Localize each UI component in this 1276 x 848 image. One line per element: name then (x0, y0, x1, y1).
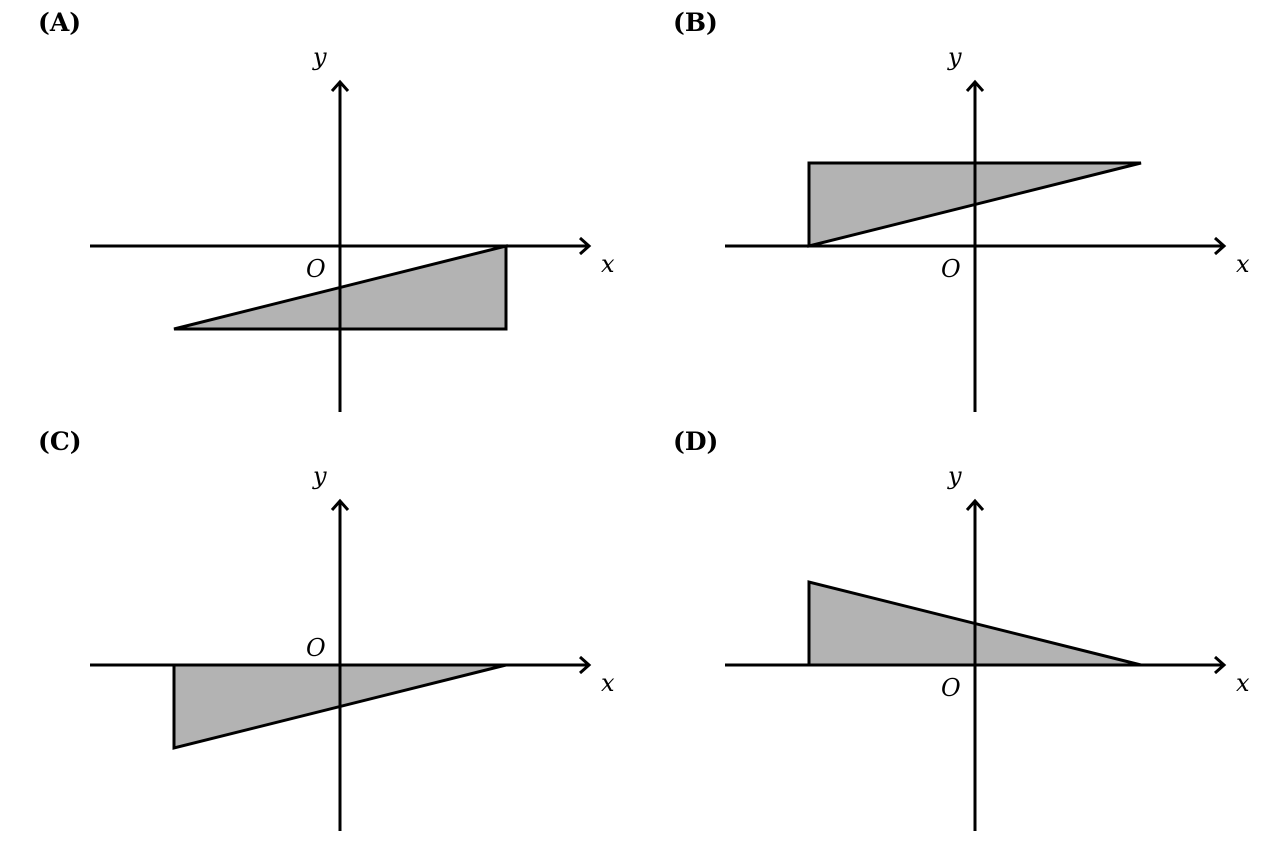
x-arrow-icon (1214, 236, 1227, 256)
origin-label: O (306, 255, 326, 283)
y-axis-label: y (947, 462, 962, 490)
panel-label: (A) (38, 8, 81, 37)
y-arrow-icon (330, 79, 350, 92)
x-axis-label: x (601, 669, 615, 697)
panel-c: (C) x yO (38, 427, 615, 831)
panel-label: (B) (673, 8, 718, 37)
x-axis-label: x (1236, 669, 1250, 697)
x-axis-label: x (1236, 250, 1250, 278)
x-arrow-icon (579, 236, 592, 256)
y-arrow-icon (965, 79, 985, 92)
origin-label: O (941, 255, 961, 283)
panel-label: (D) (673, 427, 718, 456)
y-arrow-icon (330, 498, 350, 511)
y-axis-label: y (947, 43, 962, 71)
x-arrow-icon (1214, 655, 1227, 675)
x-arrow-icon (579, 655, 592, 675)
y-axis-label: y (312, 462, 327, 490)
panel-a: (A) x yO (38, 8, 615, 412)
x-axis-label: x (601, 250, 615, 278)
y-arrow-icon (965, 498, 985, 511)
panel-d: (D) x yO (673, 427, 1250, 831)
y-axis-label: y (312, 43, 327, 71)
origin-label: O (941, 674, 961, 702)
panel-b: (B) x yO (673, 8, 1250, 412)
panel-label: (C) (38, 427, 82, 456)
origin-label: O (306, 634, 326, 662)
